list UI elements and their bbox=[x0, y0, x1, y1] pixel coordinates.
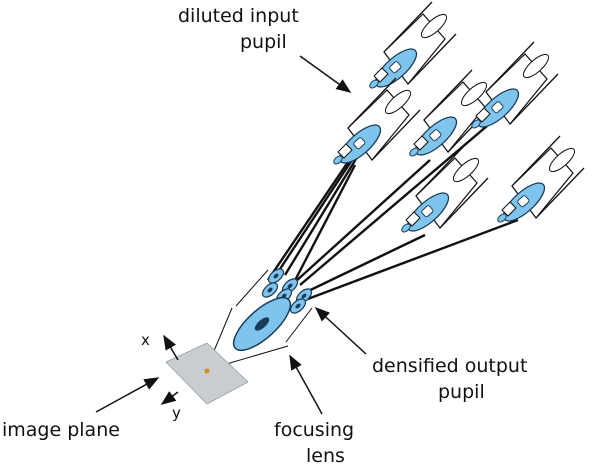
image-plane-label: image plane bbox=[2, 419, 120, 441]
telescope-5 bbox=[399, 145, 489, 238]
image-plane bbox=[165, 342, 249, 405]
telescope-6 bbox=[495, 135, 585, 228]
telescope-array bbox=[331, 1, 585, 238]
output-pupil-label-line2: pupil bbox=[438, 381, 485, 403]
axis-x-label: x bbox=[141, 331, 150, 349]
focusing-lens-label-line1: focusing bbox=[274, 419, 354, 441]
telescope-1 bbox=[367, 1, 457, 94]
output-pupil-arrow bbox=[314, 306, 367, 355]
axis-arrows bbox=[160, 334, 179, 405]
y-axis-arrow bbox=[160, 391, 179, 405]
input-pupil-arrow bbox=[299, 55, 352, 93]
focusing-lens-arrow bbox=[289, 354, 323, 415]
focal-spot bbox=[204, 368, 210, 374]
input-pupil-label-line2: pupil bbox=[240, 31, 287, 53]
x-axis-arrow bbox=[163, 334, 179, 361]
telescope-2 bbox=[331, 77, 421, 170]
axis-y-label: y bbox=[172, 404, 181, 422]
callout-arrows bbox=[95, 55, 367, 415]
relay-tube bbox=[235, 269, 313, 343]
output-pupil-label-line1: densified output bbox=[372, 355, 527, 377]
focusing-lens bbox=[232, 297, 292, 351]
image-plane-arrow bbox=[95, 377, 160, 413]
input-pupil-label-line1: diluted input bbox=[178, 5, 299, 27]
focusing-lens-label-line2: lens bbox=[306, 445, 345, 467]
